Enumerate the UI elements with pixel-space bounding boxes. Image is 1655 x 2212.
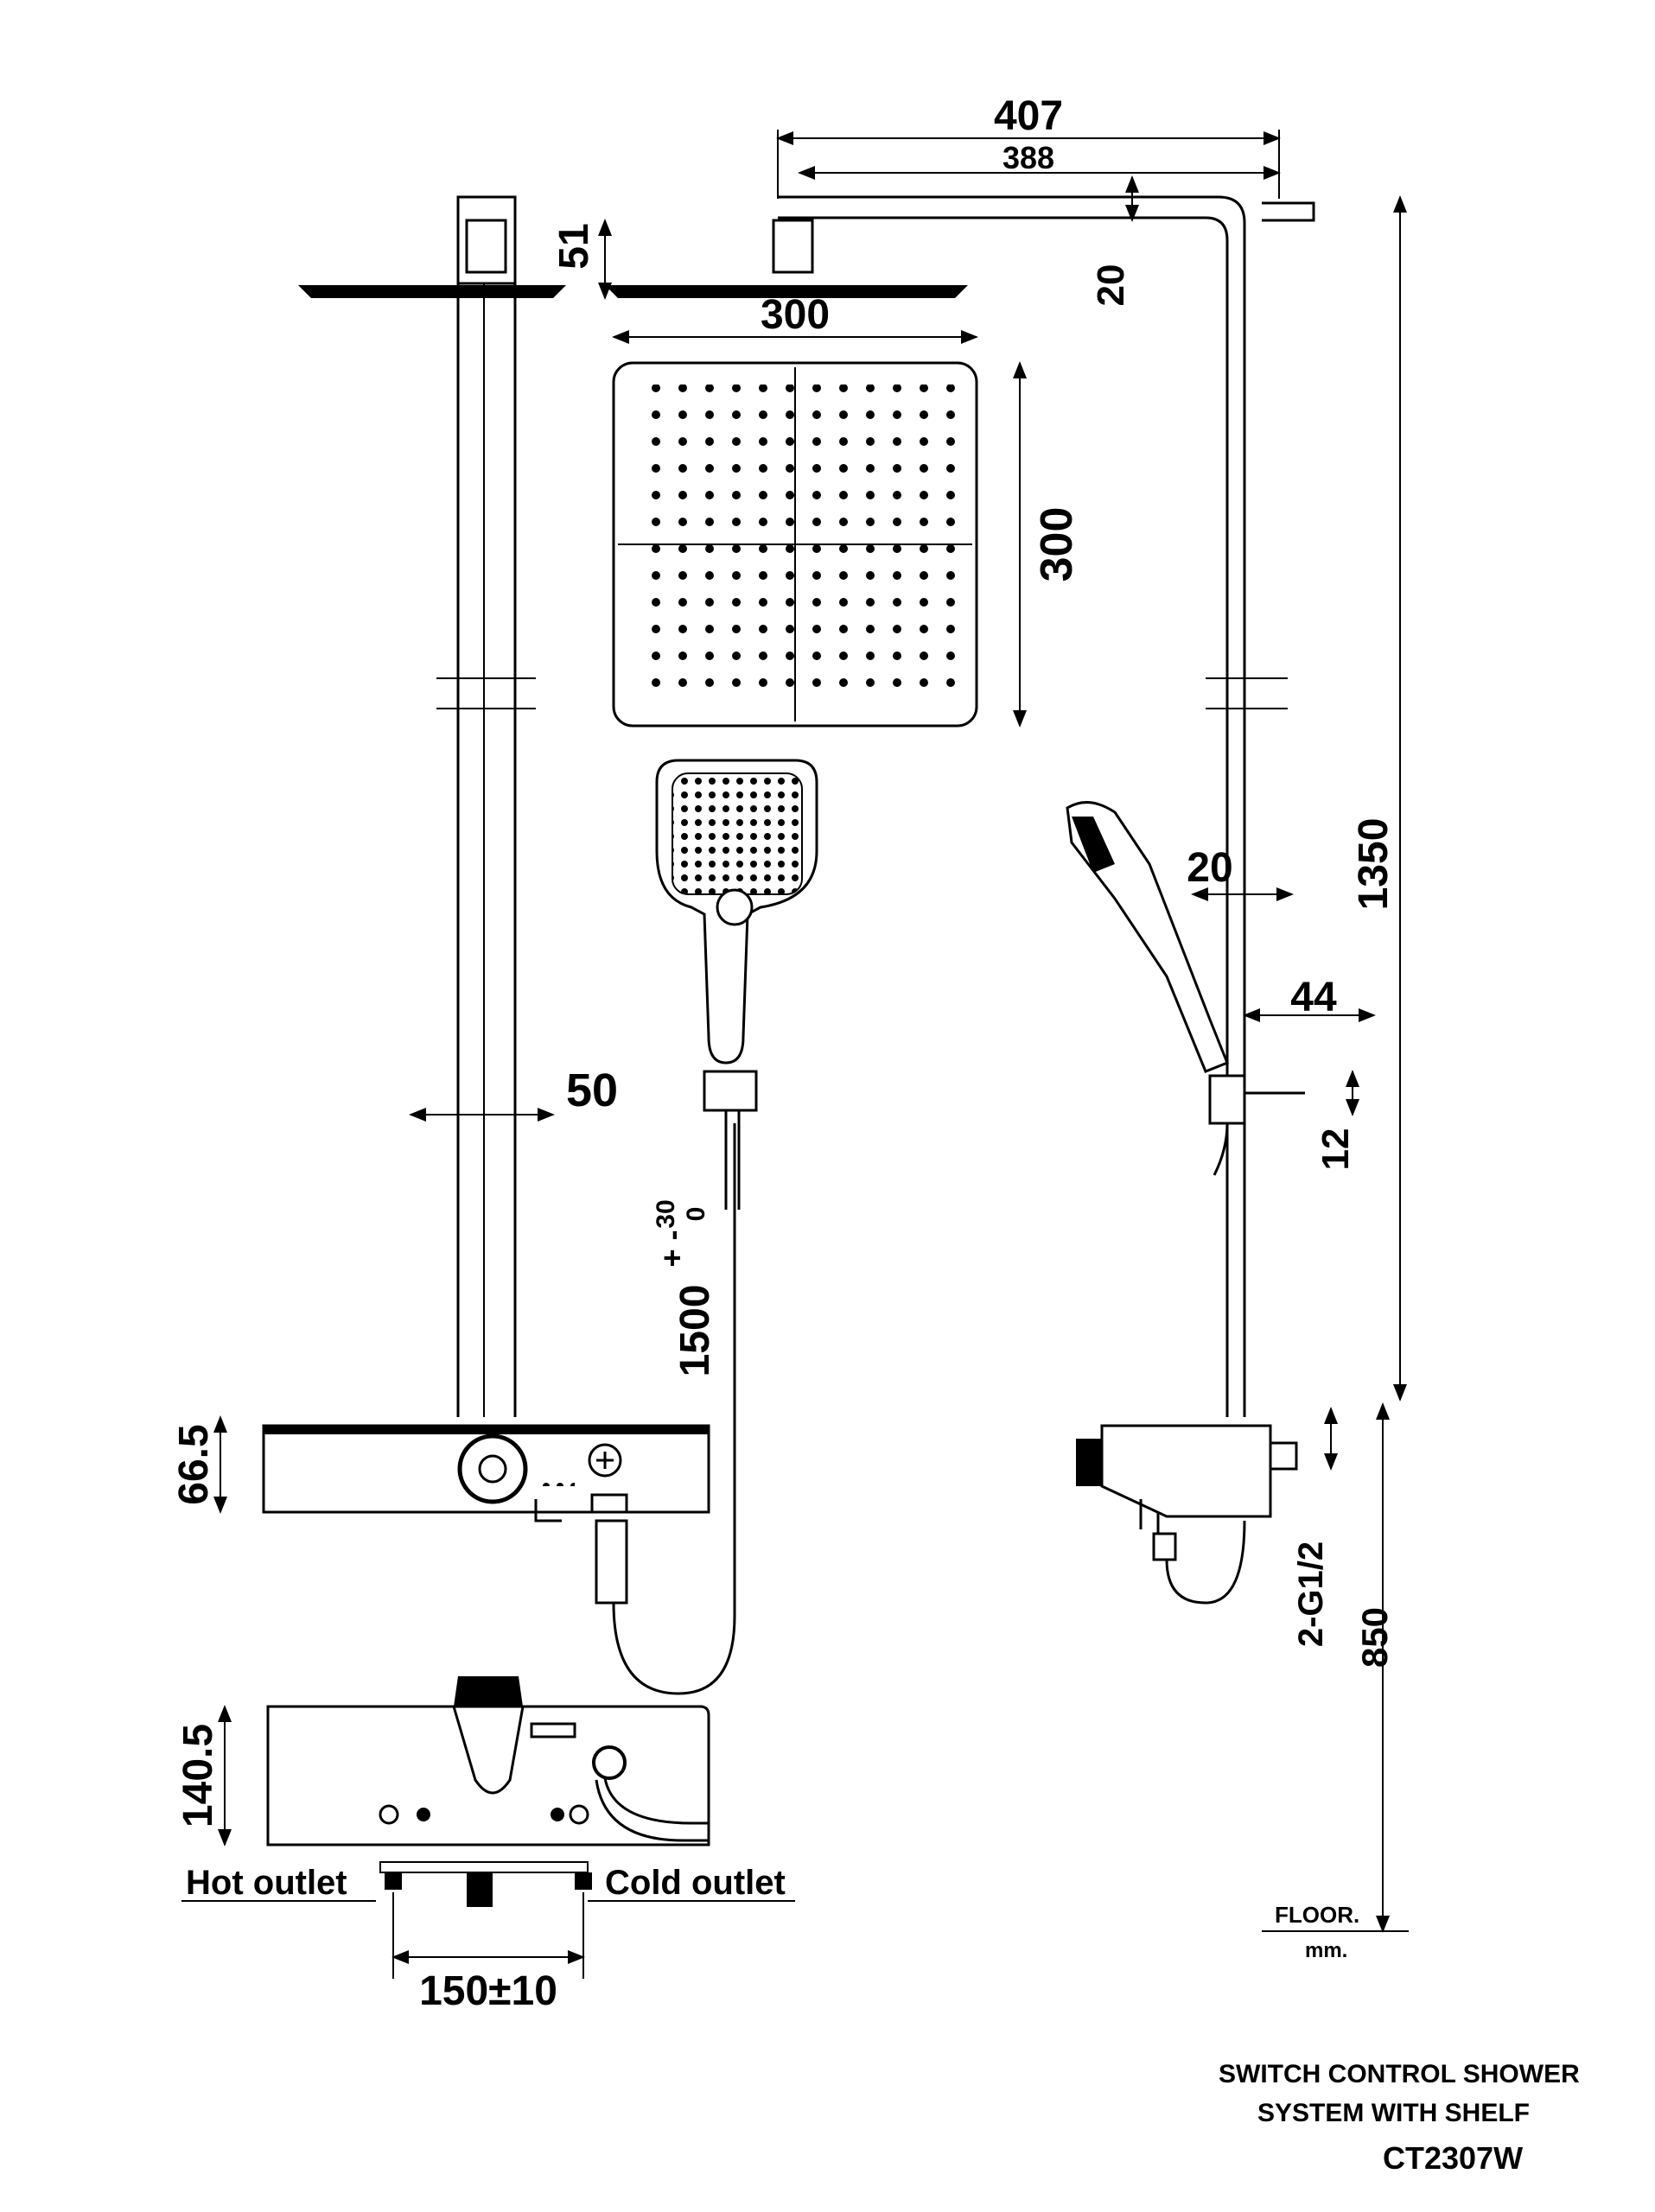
dim-inlet-thread: 2-G1/2 bbox=[1292, 1541, 1330, 1647]
front-shower-head-profile bbox=[605, 195, 1246, 298]
dim-total-height: 1350 bbox=[1351, 818, 1397, 911]
dim-head-width: 300 bbox=[761, 292, 830, 338]
hand-shower-front bbox=[655, 759, 818, 1210]
label-hot-outlet: Hot outlet bbox=[186, 1864, 347, 1902]
dim-hose-tolerance-upper: 30 bbox=[652, 1199, 680, 1228]
dim-pipe-width: 50 bbox=[566, 1065, 618, 1116]
dim-hose-length: 1500 bbox=[672, 1285, 718, 1377]
label-unit: mm. bbox=[1305, 1939, 1347, 1962]
dim-head-height: 51 bbox=[551, 223, 597, 269]
dim-shelf-height: 66.5 bbox=[171, 1424, 217, 1504]
dim-hose-tolerance-sign: + - bbox=[654, 1230, 690, 1267]
dim-bracket-depth: 44 bbox=[1290, 975, 1337, 1020]
dim-inlet-height: 850 bbox=[1354, 1607, 1395, 1668]
dim-arm-thickness: 20 bbox=[1090, 264, 1132, 307]
dimension-lines bbox=[181, 130, 1409, 1979]
side-view-shower-head bbox=[298, 219, 566, 298]
rain-head-top-view bbox=[612, 361, 978, 728]
shelf-side-view bbox=[1076, 1424, 1298, 1605]
side-view-column bbox=[436, 195, 536, 1417]
label-cold-outlet: Cold outlet bbox=[605, 1864, 786, 1902]
front-column bbox=[1206, 201, 1315, 1417]
dim-overall-width: 407 bbox=[994, 93, 1063, 139]
valve-bottom-view bbox=[266, 1676, 710, 1907]
dim-bracket-screw: 12 bbox=[1314, 1128, 1357, 1171]
dim-valve-height: 140.5 bbox=[175, 1724, 221, 1827]
dim-wall-gap: 20 bbox=[1187, 845, 1232, 891]
label-floor: FLOOR. bbox=[1275, 1902, 1359, 1928]
title-line-2: SYSTEM WITH SHELF bbox=[1257, 2099, 1530, 2127]
dim-head-depth: 300 bbox=[1032, 507, 1082, 582]
dim-inlet-spacing: 150±10 bbox=[419, 1968, 557, 2014]
title-line-1: SWITCH CONTROL SHOWER bbox=[1219, 2060, 1580, 2088]
shelf-front-view bbox=[262, 1123, 736, 1695]
hand-shower-side bbox=[1066, 801, 1305, 1176]
dim-hose-tolerance-lower: 0 bbox=[682, 1207, 710, 1222]
title-model: CT2307W bbox=[1383, 2140, 1523, 2176]
dim-arm-length: 388 bbox=[1003, 140, 1054, 175]
